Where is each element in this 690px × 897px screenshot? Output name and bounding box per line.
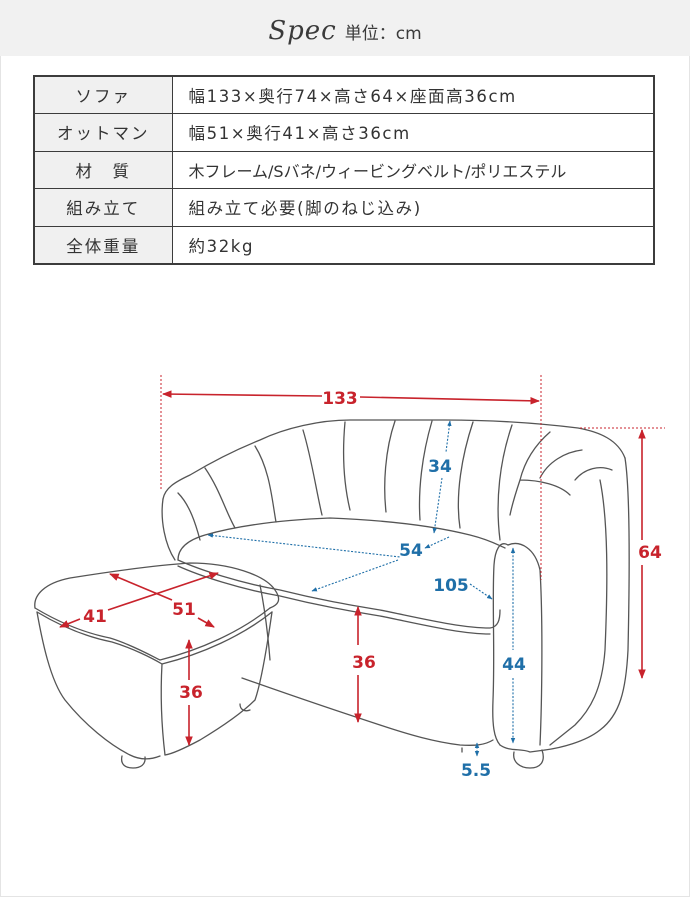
table-row-assembly: 組み立て 組み立て必要(脚のねじ込み) bbox=[33, 188, 655, 227]
table-row-ottoman: オットマン 幅51×奥行41×高さ36cm bbox=[33, 113, 655, 152]
ottoman-width-label: 51 bbox=[172, 600, 196, 620]
table-row-sofa: ソファ 幅133×奥行74×高さ64×座面高36cm bbox=[33, 75, 655, 114]
spec-header: Spec 単位：cm bbox=[0, 0, 690, 56]
sofa-width-label: 133 bbox=[322, 389, 358, 409]
sofa-height-label: 64 bbox=[638, 543, 662, 563]
row-value: 組み立て必要(脚のねじ込み) bbox=[171, 188, 655, 227]
arm-height-label: 44 bbox=[502, 655, 526, 675]
row-label: 組み立て bbox=[33, 188, 173, 227]
dimension-diagram: 133 64 36 51 41 36 34 54 105 44 5.5 bbox=[34, 375, 665, 780]
table-row-weight: 全体重量 約32kg bbox=[33, 225, 655, 264]
row-label: オットマン bbox=[33, 113, 173, 152]
seat-width-label: 105 bbox=[433, 576, 469, 596]
sofa-drawing bbox=[161, 419, 630, 769]
ottoman-height-label: 36 bbox=[179, 683, 203, 703]
row-value: 幅133×奥行74×高さ64×座面高36cm bbox=[171, 75, 655, 114]
spec-title: Spec bbox=[268, 16, 337, 46]
table-row-material: 材 質 木フレーム/Sバネ/ウィービングベルト/ポリエステル bbox=[33, 150, 655, 189]
inner-dimensions bbox=[207, 420, 516, 757]
seat-height-label: 36 bbox=[352, 653, 376, 673]
spec-table: ソファ 幅133×奥行74×高さ64×座面高36cm オットマン 幅51×奥行4… bbox=[33, 75, 655, 265]
seat-depth-label: 54 bbox=[399, 541, 423, 561]
back-height-label: 34 bbox=[428, 457, 452, 477]
ottoman-depth-label: 41 bbox=[83, 607, 107, 627]
leg-clearance-label: 5.5 bbox=[461, 761, 491, 780]
unit-label: 単位：cm bbox=[344, 24, 422, 44]
row-label: 材 質 bbox=[33, 150, 173, 189]
outer-dimensions bbox=[59, 375, 665, 746]
row-value: 木フレーム/Sバネ/ウィービングベルト/ポリエステル bbox=[171, 150, 655, 189]
row-value: 幅51×奥行41×高さ36cm bbox=[171, 113, 655, 152]
row-label: ソファ bbox=[33, 75, 173, 114]
row-value: 約32kg bbox=[171, 225, 655, 264]
row-label: 全体重量 bbox=[33, 225, 173, 264]
